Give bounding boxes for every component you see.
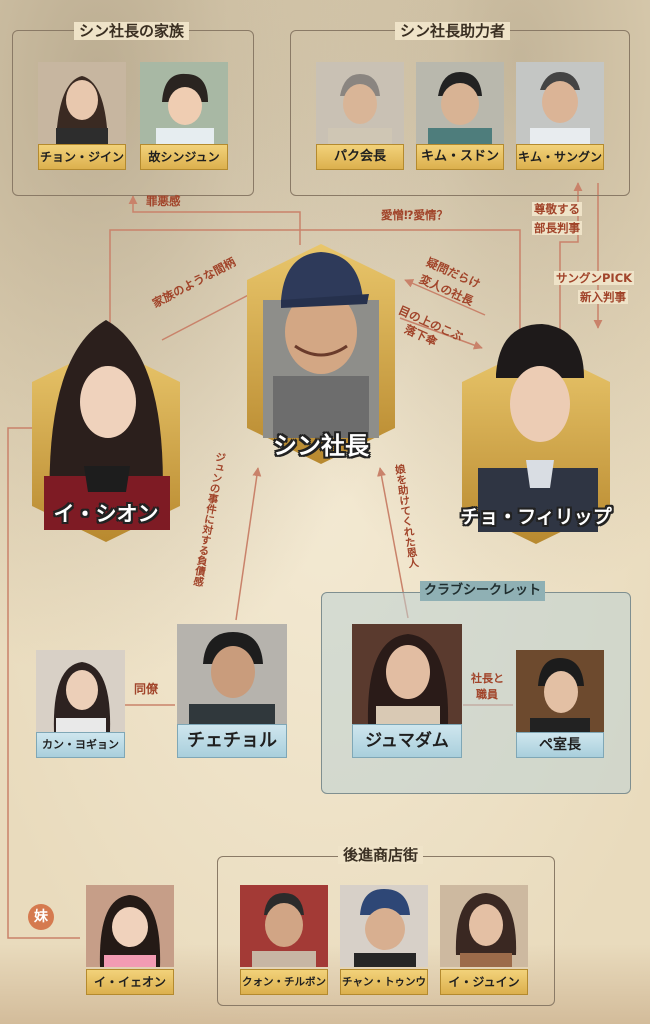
name-shin: シン社長	[273, 432, 369, 460]
portrait-ision	[44, 320, 170, 530]
name-kim-sdon: キム・スドン	[416, 144, 504, 170]
card-shin[interactable]: シン社長	[245, 240, 397, 468]
relation-colleague: 同僚	[134, 682, 159, 696]
name-shin-jun: 故シンジュン	[140, 144, 228, 170]
card-be[interactable]: ペ室長	[516, 650, 604, 758]
card-ision[interactable]: イ・シオン	[30, 316, 182, 544]
card-ijuin[interactable]: イ・ジュイン	[440, 885, 528, 995]
portrait-be	[516, 650, 604, 732]
portrait-ijuin	[440, 885, 528, 967]
relation-respect-1: 尊敬する	[532, 202, 582, 216]
portrait-shin	[263, 252, 379, 438]
name-kim-sangun: キム・サングン	[516, 144, 604, 170]
name-be: ペ室長	[516, 732, 604, 758]
relation-love-hate: 愛憎⁉愛情？	[381, 208, 449, 222]
card-park[interactable]: パク会長	[316, 62, 404, 170]
card-kim-sdon[interactable]: キム・スドン	[416, 62, 504, 170]
portrait-kim-sdon	[416, 62, 504, 144]
relation-boss-staff-2: 職員	[476, 688, 498, 701]
card-jeong-jiin[interactable]: チョン・ジイン	[38, 62, 126, 170]
portrait-jumadam	[352, 624, 462, 724]
philip-hex-frame	[462, 324, 610, 544]
name-ision: イ・シオン	[53, 502, 159, 526]
relation-sister: 妹	[28, 904, 54, 930]
card-chang[interactable]: チャン・トゥンウ	[340, 885, 428, 995]
card-kang[interactable]: カン・ヨギョン	[36, 650, 125, 758]
card-jumadam[interactable]: ジュマダム	[352, 624, 462, 758]
family-group-title: シン社長の家族	[74, 22, 190, 40]
card-chejol[interactable]: チェチョル	[177, 624, 287, 758]
name-ijuin: イ・ジュイン	[440, 969, 528, 995]
portrait-kwon	[240, 885, 328, 967]
portrait-kang	[36, 650, 125, 732]
card-ieon[interactable]: イ・イェオン	[86, 885, 174, 995]
portrait-park	[316, 62, 404, 144]
portrait-shin-jun	[140, 62, 228, 144]
name-chang: チャン・トゥンウ	[340, 969, 428, 995]
shopping-group-title: 後進商店街	[338, 846, 424, 864]
name-jeong-jiin: チョン・ジイン	[38, 144, 126, 170]
ision-hex-frame	[32, 320, 180, 542]
card-kwon[interactable]: クォン・チルボン	[240, 885, 328, 995]
relation-guilt: 罪悪感	[146, 194, 181, 208]
name-chejol: チェチョル	[177, 724, 287, 758]
card-shin-jun[interactable]: 故シンジュン	[140, 62, 228, 170]
name-philip: チョ・フィリップ	[460, 506, 612, 528]
portrait-chang	[340, 885, 428, 967]
portrait-ieon	[86, 885, 174, 967]
portrait-jeong-jiin	[38, 62, 126, 144]
relation-pick-2: 新入判事	[578, 290, 628, 304]
name-kang: カン・ヨギョン	[36, 732, 125, 758]
relation-respect-2: 部長判事	[532, 221, 582, 235]
portrait-chejol	[177, 624, 287, 724]
card-kim-sangun[interactable]: キム・サングン	[516, 62, 604, 170]
portrait-kim-sangun	[516, 62, 604, 144]
name-park: パク会長	[316, 144, 404, 170]
name-kwon: クォン・チルボン	[240, 969, 328, 995]
relation-boss-staff-1: 社長と	[471, 672, 504, 685]
name-ieon: イ・イェオン	[86, 969, 174, 995]
portrait-philip	[478, 324, 598, 532]
relation-pick-1: サングンPICK	[554, 271, 635, 285]
card-philip[interactable]: チョ・フィリップ	[460, 318, 612, 546]
name-jumadam: ジュマダム	[352, 724, 462, 758]
helpers-group-title: シン社長助力者	[395, 22, 511, 40]
shin-hex-frame	[247, 244, 395, 464]
club-group-title: クラブシークレット	[420, 581, 546, 601]
